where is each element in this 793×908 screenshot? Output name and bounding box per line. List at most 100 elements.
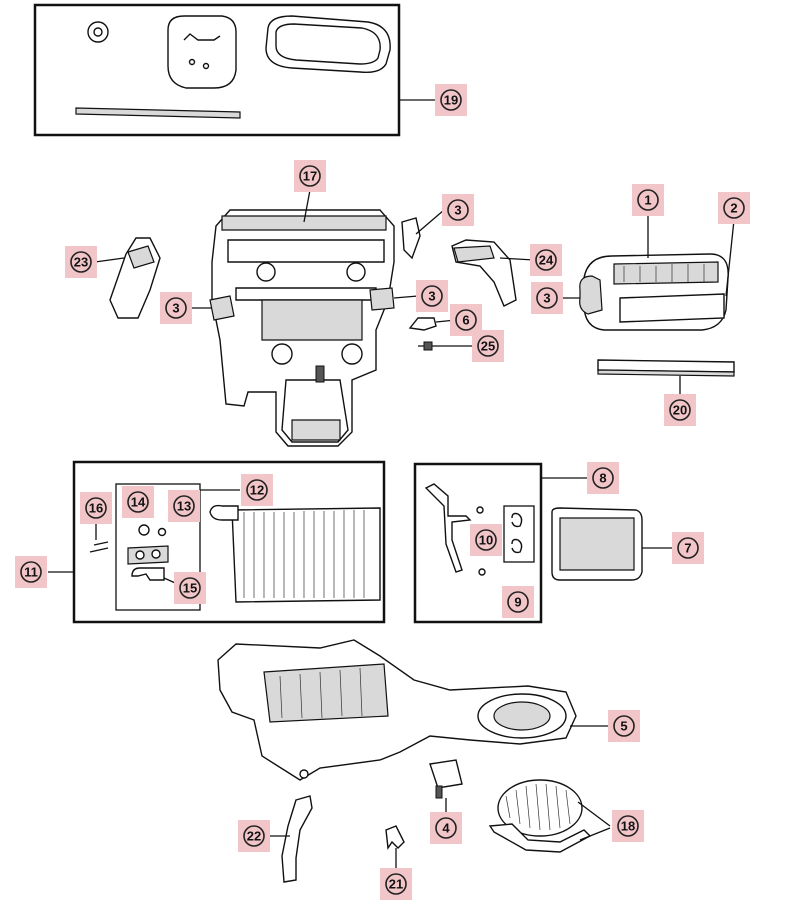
callout-circle [637,189,659,211]
callout-c1: 1 [632,184,664,216]
callout-number: 10 [479,533,493,548]
callout-circle [440,89,462,111]
drain-hose-22 [281,795,313,883]
evaporator-kit-frame [413,462,543,624]
callout-number: 3 [428,289,435,304]
callout-number: 16 [89,501,103,516]
callout-circle [421,285,443,307]
callout-circle [243,825,265,847]
callout-c17: 17 [294,160,326,192]
callout-circle [475,529,497,551]
callout-circle [246,479,268,501]
hvac-housing-upper [211,209,395,447]
callout-number: 3 [543,291,550,306]
callout-number: 12 [250,483,264,498]
callout-c8: 8 [587,462,619,494]
blower-motor-18 [488,779,592,853]
clip-subframe-9 [503,505,535,563]
sensor-25 [418,341,474,351]
callout-circle [677,537,699,559]
seal-kit-parts [75,15,391,119]
callout-circle [455,309,477,331]
callout-c3a: 3 [442,194,474,226]
actuator-small-b [190,295,235,321]
callout-c22: 22 [238,820,270,852]
callout-c12: 12 [241,474,273,506]
callout-number: 20 [673,403,687,418]
callout-circle [536,287,558,309]
actuator-small-a [401,209,445,260]
callout-circle [299,165,321,187]
callout-c7: 7 [672,532,704,564]
callout-circle [127,491,149,513]
evaporator-core-7 [551,507,643,581]
callout-number: 15 [183,581,197,596]
callout-c23: 23 [65,246,97,278]
callout-c16: 16 [80,492,112,524]
callout-number: 25 [481,339,495,354]
callout-circle [179,577,201,599]
callout-circle [617,815,639,837]
callout-circle [85,497,107,519]
callout-c3c: 3 [416,280,448,312]
clip-21 [385,825,405,850]
blower-housing-upper [579,253,729,331]
callout-number: 14 [131,495,146,510]
callout-number: 8 [599,471,606,486]
callout-c18: 18 [612,810,644,842]
callout-number: 11 [24,565,38,580]
callout-number: 7 [684,541,691,556]
callout-c25: 25 [472,330,504,362]
callout-circle [613,715,635,737]
callout-c15: 15 [174,572,206,604]
callout-c3d: 3 [531,282,563,314]
callout-circle [507,591,529,613]
callout-number: 9 [514,595,521,610]
callout-c20: 20 [664,394,696,426]
callout-circle [477,335,499,357]
actuator-small-c [369,287,419,311]
callout-c19: 19 [435,84,467,116]
callout-number: 19 [444,93,458,108]
callout-number: 1 [644,193,651,208]
heater-core-kit-frame [72,460,386,624]
callout-number: 18 [621,819,635,834]
callout-c9: 9 [502,586,534,618]
clips [511,512,523,554]
seal-kit-frame [33,3,401,137]
callout-circle [173,495,195,517]
callout-c13: 13 [168,490,200,522]
sensor-6 [408,317,457,331]
callout-c24: 24 [530,244,562,276]
callout-c3b: 3 [160,292,192,324]
callout-circle [20,561,42,583]
callout-number: 13 [177,499,191,514]
callout-circle [447,199,469,221]
callout-number: 17 [303,169,317,184]
o-rings [138,524,167,537]
callout-number: 4 [442,821,450,836]
callout-number: 3 [172,301,179,316]
callout-number: 24 [539,253,554,268]
callout-c21: 21 [380,868,412,900]
callout-number: 21 [389,877,403,892]
callout-circle [723,197,745,219]
callout-number: 2 [730,201,737,216]
cabin-filter-20 [597,359,735,377]
callout-number: 3 [454,203,461,218]
callout-circle [70,251,92,273]
callout-circle [385,873,407,895]
callout-number: 6 [462,313,469,328]
callout-c5: 5 [608,710,640,742]
callout-c11: 11 [15,556,47,588]
heater-core [209,504,381,603]
hvac-housing-lower [217,639,577,781]
duct-24 [451,239,517,307]
callout-circle [165,297,187,319]
evaporator-tubes [424,483,486,576]
callout-circle [669,399,691,421]
callout-number: 23 [74,255,88,270]
bracket-23 [109,237,161,319]
